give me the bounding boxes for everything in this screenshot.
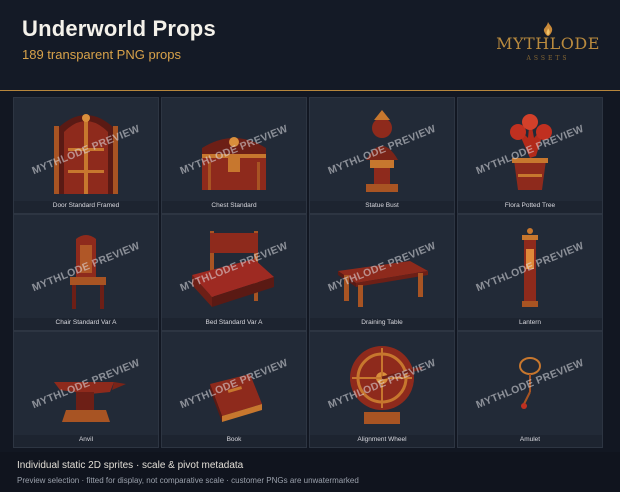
footer-note: Preview selection · fitted for display, …: [17, 476, 359, 485]
prop-preview: [14, 215, 158, 318]
prop-preview: [14, 332, 158, 435]
prop-tile[interactable]: MYTHLODE PREVIEW Statue Bust: [309, 97, 455, 214]
prop-label: Amulet: [519, 436, 541, 443]
door-icon: [54, 114, 118, 194]
prop-label: Alignment Wheel: [357, 436, 407, 443]
prop-label: Lantern: [518, 319, 542, 326]
page-title: Underworld Props: [22, 16, 216, 41]
chair-icon: [70, 235, 106, 309]
chest-icon: [202, 137, 266, 190]
page-subtitle: 189 transparent PNG props: [22, 47, 181, 62]
flame-icon: [543, 22, 553, 36]
prop-label: Draining Table: [361, 319, 403, 326]
prop-tile[interactable]: MYTHLODE PREVIEW Chest Standard: [161, 97, 307, 214]
prop-tile[interactable]: MYTHLODE PREVIEW Chair Standard Var A: [13, 214, 159, 331]
table-icon: [338, 261, 428, 307]
anvil-icon: [54, 382, 126, 422]
amulet-icon: [519, 357, 541, 409]
prop-preview: [310, 215, 454, 318]
prop-label: Flora Potted Tree: [504, 202, 556, 209]
prop-preview: [458, 332, 602, 435]
prop-label: Chest Standard: [211, 202, 257, 209]
prop-tile[interactable]: MYTHLODE PREVIEW Alignment Wheel: [309, 331, 455, 448]
prop-preview: [458, 98, 602, 201]
prop-preview: [162, 98, 306, 201]
logo-subtext: ASSETS: [526, 55, 570, 62]
prop-tile[interactable]: MYTHLODE PREVIEW Book: [161, 331, 307, 448]
prop-tile[interactable]: MYTHLODE PREVIEW Amulet: [457, 331, 603, 448]
prop-preview: [310, 98, 454, 201]
prop-preview: [162, 215, 306, 318]
prop-tile[interactable]: MYTHLODE PREVIEW Door Standard Framed: [13, 97, 159, 214]
header: Underworld Props 189 transparent PNG pro…: [0, 0, 620, 90]
prop-label: Statue Bust: [365, 202, 399, 209]
lantern-icon: [522, 228, 538, 307]
prop-preview: [162, 332, 306, 435]
prop-tile[interactable]: MYTHLODE PREVIEW Bed Standard Var A: [161, 214, 307, 331]
bed-icon: [192, 231, 274, 307]
prop-grid: MYTHLODE PREVIEW Door Standard Framed MY…: [13, 97, 604, 448]
statue-bust-icon: [366, 110, 398, 192]
prop-tile[interactable]: MYTHLODE PREVIEW Anvil: [13, 331, 159, 448]
footer: Individual static 2D sprites · scale & p…: [0, 452, 620, 492]
footer-description: Individual static 2D sprites · scale & p…: [17, 460, 244, 471]
prop-label: Book: [226, 436, 242, 443]
prop-preview: [14, 98, 158, 201]
prop-tile[interactable]: MYTHLODE PREVIEW Lantern: [457, 214, 603, 331]
prop-tile[interactable]: MYTHLODE PREVIEW Flora Potted Tree: [457, 97, 603, 214]
prop-label: Anvil: [78, 436, 94, 443]
logo-text: MYTHLODE: [496, 34, 600, 53]
prop-preview: [458, 215, 602, 318]
prop-label: Chair Standard Var A: [55, 319, 117, 326]
potted-tree-icon: [510, 114, 552, 190]
alignment-wheel-icon: [350, 346, 423, 424]
prop-label: Door Standard Framed: [52, 202, 120, 209]
book-icon: [210, 374, 262, 422]
mythlode-logo[interactable]: MYTHLODE ASSETS: [496, 22, 600, 66]
header-divider: [0, 90, 620, 91]
prop-tile[interactable]: MYTHLODE PREVIEW Draining Table: [309, 214, 455, 331]
prop-label: Bed Standard Var A: [205, 319, 263, 326]
prop-preview: [310, 332, 454, 435]
